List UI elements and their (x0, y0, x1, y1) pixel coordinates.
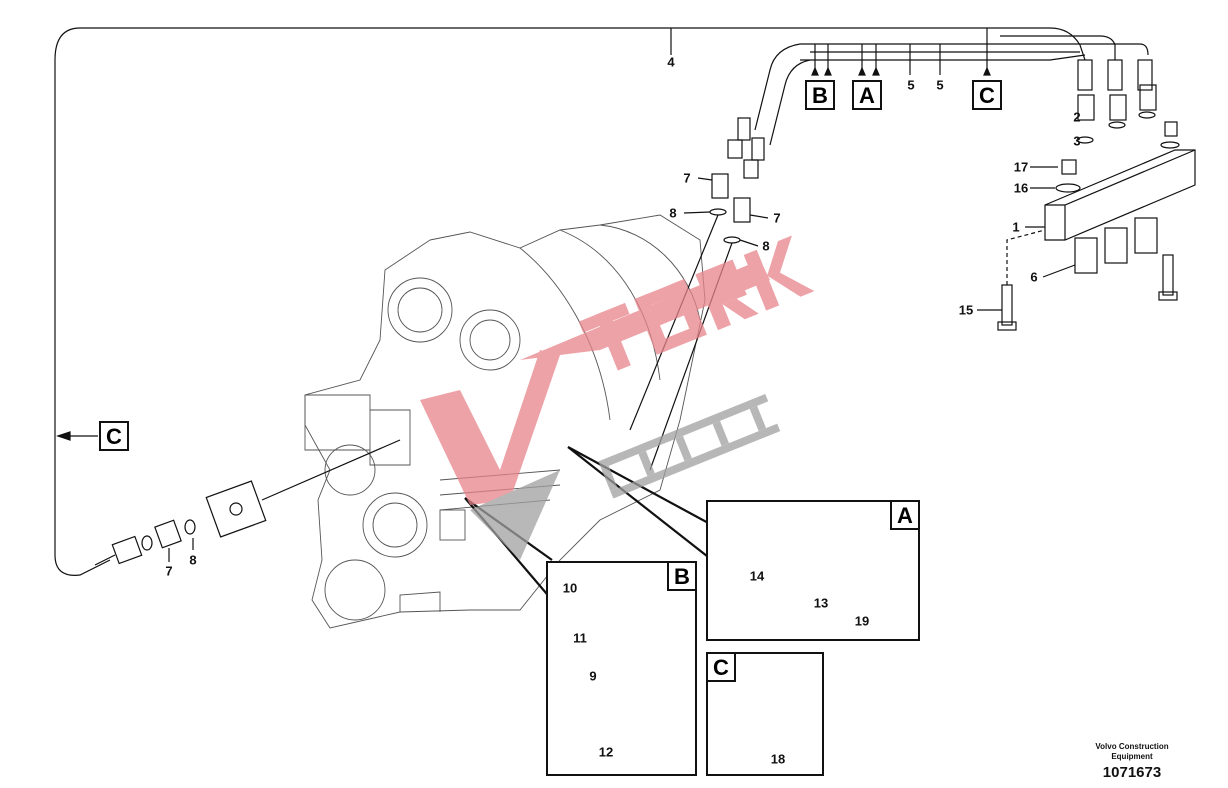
callout-19: 19 (854, 613, 870, 629)
detail-panel-a: A (706, 500, 920, 641)
section-marker-b: B (805, 80, 835, 110)
callout-2: 2 (1073, 109, 1081, 125)
callout-10: 10 (562, 580, 578, 596)
callout-7: 7 (683, 170, 691, 186)
callout-6: 6 (1030, 269, 1038, 285)
section-marker-c: C (972, 80, 1002, 110)
callout-14: 14 (749, 568, 765, 584)
callout-4: 4 (667, 54, 675, 70)
callout-1: 1 (1012, 219, 1020, 235)
section-marker-c: C (99, 421, 129, 451)
detail-panel-b: B (546, 561, 697, 776)
callout-8: 8 (762, 238, 770, 254)
panel-label-c: C (706, 652, 736, 682)
callout-5: 5 (907, 77, 915, 93)
callout-12: 12 (598, 744, 614, 760)
document-number: 1071673 (1102, 764, 1162, 781)
callout-16: 16 (1013, 180, 1029, 196)
callout-15: 15 (958, 302, 974, 318)
callout-7: 7 (165, 563, 173, 579)
section-marker-a: A (852, 80, 882, 110)
panel-label-a: A (890, 500, 920, 530)
callout-13: 13 (813, 595, 829, 611)
callout-17: 17 (1013, 159, 1029, 175)
callout-7: 7 (773, 210, 781, 226)
manufacturer-credit: Volvo Construction Equipment (1095, 742, 1169, 761)
callout-11: 11 (573, 630, 587, 646)
callout-8: 8 (189, 552, 197, 568)
callout-9: 9 (589, 668, 597, 684)
callout-3: 3 (1073, 133, 1081, 149)
callout-8: 8 (669, 205, 677, 221)
callout-5: 5 (936, 77, 944, 93)
callout-18: 18 (770, 751, 786, 767)
panel-label-b: B (667, 561, 697, 591)
detail-panel-c: C (706, 652, 824, 776)
